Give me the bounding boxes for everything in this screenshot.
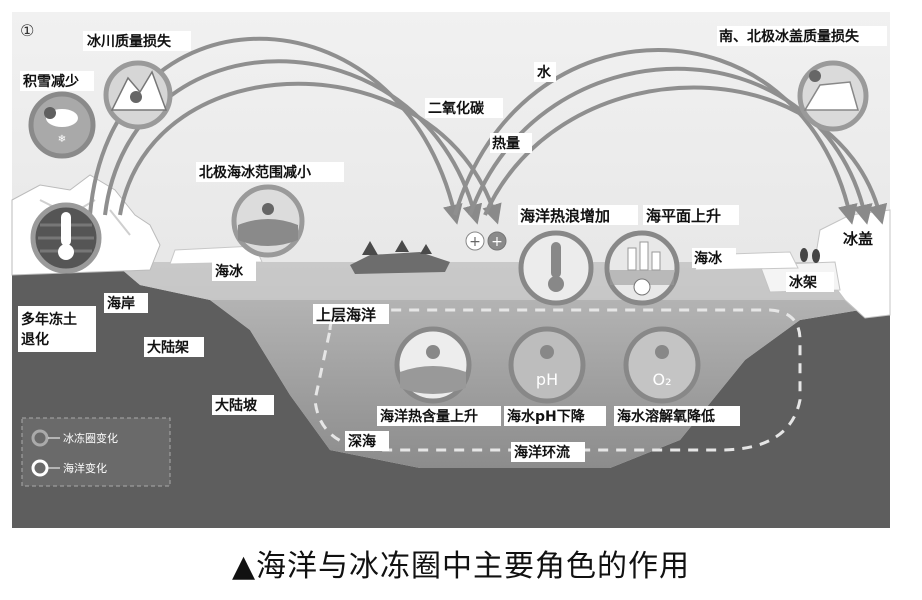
legend-ocean-label: 海洋变化	[63, 461, 107, 475]
svg-text:❄: ❄	[58, 134, 66, 145]
label-continental-shelf: 大陆架	[147, 339, 189, 356]
legend-cryosphere-label: 冰冻圈变化	[63, 431, 118, 445]
label-ph-decrease: 海水pH下降	[507, 408, 586, 425]
label-ice-shelf: 冰架	[789, 274, 817, 291]
svg-text:+: +	[491, 234, 503, 250]
label-water: 水	[537, 64, 552, 81]
label-ocean-heat-content: 海洋热含量上升	[380, 408, 478, 425]
legend-cryosphere-swatch	[31, 429, 49, 447]
island-trees	[362, 240, 432, 255]
o2-symbol: O₂	[652, 370, 671, 389]
snow-icon: ❄	[28, 91, 96, 159]
label-ocean-circulation: 海洋环流	[514, 444, 570, 461]
island-shape	[350, 252, 450, 274]
figure-caption: ▲海洋与冰冻圈中主要角色的作用	[231, 549, 691, 584]
ph-icon: pH	[508, 326, 586, 404]
diagram-labels: 冰川质量损失 积雪减少 北极海冰范围减小 南、北极冰盖质量损失 水 二氧化碳 热…	[18, 26, 888, 462]
label-coast: 海岸	[107, 295, 135, 312]
label-sea-ice-left: 海冰	[215, 263, 244, 280]
label-upper-ocean: 上层海洋	[316, 306, 376, 324]
label-ice-sheet: 冰盖	[843, 230, 873, 248]
label-heat: 热量	[492, 135, 520, 152]
ocean-heat-icon	[394, 326, 472, 404]
penguins	[800, 248, 820, 263]
land-and-seabed	[12, 262, 890, 528]
figure-number: ①	[20, 21, 34, 40]
arctic-sea-ice-icon	[231, 184, 305, 258]
glacier-icon	[103, 60, 173, 130]
label-sea-ice-right: 海冰	[694, 250, 723, 267]
label-co2: 二氧化碳	[428, 100, 485, 117]
label-marine-heatwave: 海洋热浪增加	[520, 207, 610, 225]
label-sea-level-rise: 海平面上升	[646, 207, 721, 225]
label-polar-ice-sheet-loss: 南、北极冰盖质量损失	[719, 28, 860, 45]
arrow-co2-left-2	[103, 59, 483, 225]
label-continental-slope: 大陆坡	[215, 397, 258, 414]
ice-sheet-icon	[797, 60, 869, 132]
arrow-heat-right	[483, 85, 888, 225]
label-permafrost-1: 多年冻土	[21, 311, 77, 328]
marine-heatwave-icon	[518, 230, 594, 306]
label-permafrost-2: 退化	[21, 331, 49, 348]
label-dissolved-oxygen: 海水溶解氧降低	[617, 408, 715, 425]
thermometer-permafrost-icon	[30, 202, 102, 274]
legend-ocean-swatch	[31, 459, 49, 477]
legend: 冰冻圈变化 海洋变化	[21, 417, 171, 487]
label-deep-sea: 深海	[348, 433, 376, 450]
arrow-heat-left	[118, 81, 502, 225]
svg-text:+: +	[469, 234, 481, 250]
ph-symbol: pH	[536, 370, 558, 389]
sea-ice-left-shape	[169, 245, 263, 265]
sea-level-rise-icon	[604, 230, 680, 306]
label-glacier-mass-loss: 冰川质量损失	[87, 33, 172, 50]
label-arctic-sea-ice: 北极海冰范围减小	[199, 164, 311, 181]
label-snow-decrease: 积雪减少	[23, 73, 79, 90]
arrow-co2-left-1	[88, 36, 463, 225]
oxygen-icon: O₂	[623, 326, 701, 404]
plus-markers: + +	[465, 231, 507, 251]
